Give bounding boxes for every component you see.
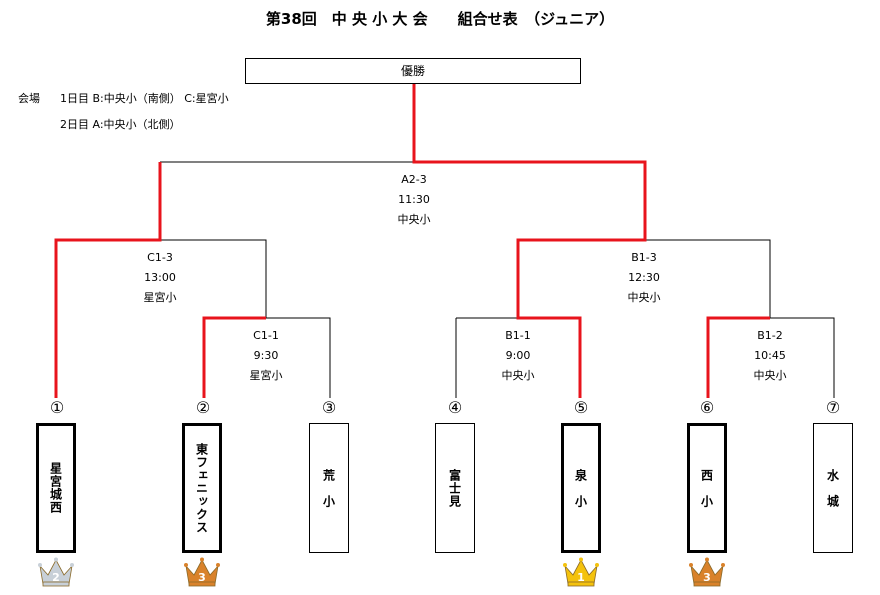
match-code: C1-1 xyxy=(253,329,279,342)
venue-label: 会場 xyxy=(18,92,40,105)
seed-6: ⑥ xyxy=(699,398,715,417)
match-code: A2-3 xyxy=(401,173,427,186)
match-place: 中央小 xyxy=(753,369,787,382)
crown-silver-icon: 2 xyxy=(38,557,74,587)
crown-rank: 1 xyxy=(577,571,585,584)
crown-bronze-icon: 3 xyxy=(184,557,220,587)
match-time: 11:30 xyxy=(398,193,430,206)
match-time: 9:00 xyxy=(505,349,531,362)
crown-bronze-icon: 3 xyxy=(689,557,725,587)
winner-path-line xyxy=(412,84,647,398)
match-c13: C1-3 13:00 星宮小 xyxy=(100,248,220,308)
seed-4: ④ xyxy=(447,398,463,417)
winner-path-line xyxy=(706,316,770,398)
seed-2: ② xyxy=(195,398,211,417)
seed-1: ① xyxy=(49,398,65,417)
team-1: 星宮城西 xyxy=(36,423,76,553)
match-code: B1-3 xyxy=(631,251,657,264)
match-code: B1-2 xyxy=(757,329,783,342)
match-time: 10:45 xyxy=(754,349,786,362)
team-6: 西 小 xyxy=(687,423,727,553)
team-4: 富士見 xyxy=(435,423,475,553)
match-place: 星宮小 xyxy=(249,369,283,382)
match-b13: B1-3 12:30 中央小 xyxy=(584,248,704,308)
bracket-line xyxy=(645,239,771,318)
match-code: C1-3 xyxy=(147,251,173,264)
venue-day1: 1日目 B:中央小（南側） C:星宮小 xyxy=(60,92,229,105)
page-title: 第38回 中 央 小 大 会 組合せ表 （ジュニア） xyxy=(265,10,615,28)
bracket-line xyxy=(770,317,835,398)
team-2: 東フェニックス xyxy=(182,423,222,553)
match-place: 中央小 xyxy=(627,291,661,304)
seed-7: ⑦ xyxy=(825,398,841,417)
match-time: 13:00 xyxy=(144,271,176,284)
match-time: 9:30 xyxy=(253,349,279,362)
bracket-line xyxy=(266,317,331,398)
crown-rank: 3 xyxy=(703,571,711,584)
crown-rank: 3 xyxy=(198,571,206,584)
match-c11: C1-1 9:30 星宮小 xyxy=(206,326,326,386)
crown-rank: 2 xyxy=(52,571,60,584)
crown-gold-icon: 1 xyxy=(563,557,599,587)
bracket-line xyxy=(160,239,267,318)
venue-day2: 2日目 A:中央小（北側） xyxy=(60,118,181,131)
match-time: 12:30 xyxy=(628,271,660,284)
match-place: 中央小 xyxy=(397,213,431,226)
team-3: 荒 小 xyxy=(309,423,349,553)
winner-path-line xyxy=(54,162,162,398)
match-place: 星宮小 xyxy=(143,291,177,304)
match-b12: B1-2 10:45 中央小 xyxy=(710,326,830,386)
match-b11: B1-1 9:00 中央小 xyxy=(458,326,578,386)
match-code: B1-1 xyxy=(505,329,531,342)
team-7: 水 城 xyxy=(813,423,853,553)
seed-5: ⑤ xyxy=(573,398,589,417)
match-a23: A2-3 11:30 中央小 xyxy=(354,170,474,230)
team-5: 泉 小 xyxy=(561,423,601,553)
winner-path-line xyxy=(202,316,266,398)
champion-box: 優勝 xyxy=(245,58,581,84)
seed-3: ③ xyxy=(321,398,337,417)
match-place: 中央小 xyxy=(501,369,535,382)
